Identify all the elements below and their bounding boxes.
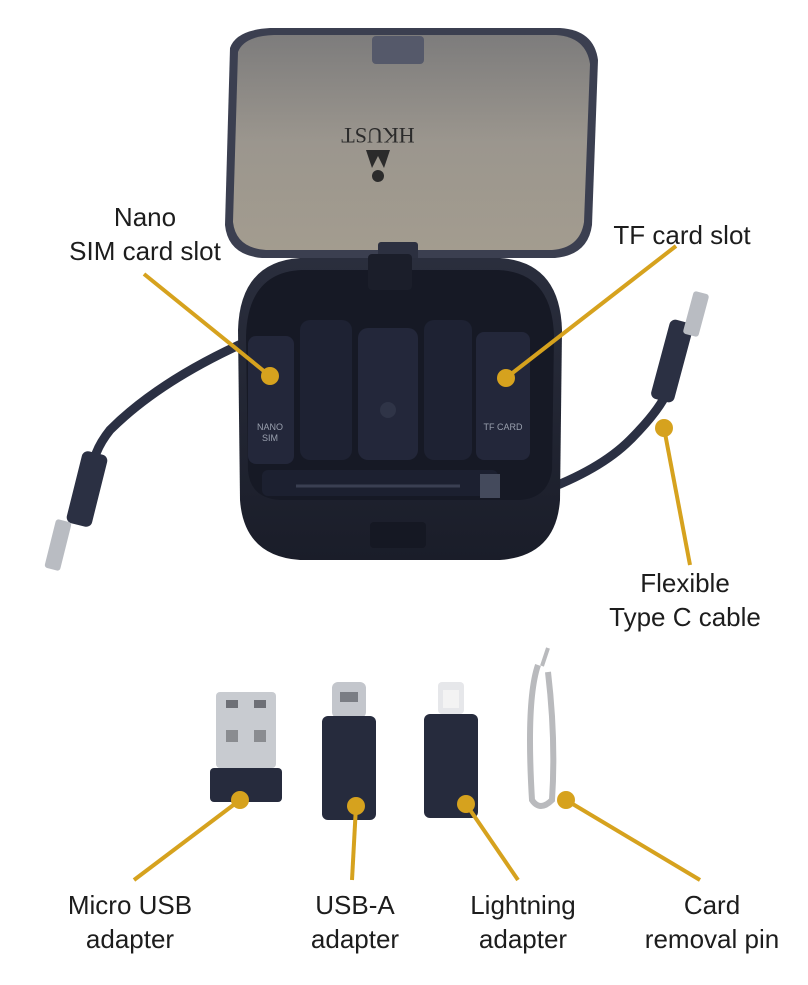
leader-lines [132, 244, 702, 882]
lightning-label: Lightning adapter [470, 890, 576, 954]
case-body: NANO SIM TF CARD [238, 254, 562, 560]
micro-usb-label: Micro USB adapter [67, 890, 193, 954]
tf-card-leader-line [504, 244, 678, 380]
type-c-cable-left [44, 335, 252, 571]
hkust-logo: HKUST [341, 123, 415, 182]
lid-latch [372, 36, 424, 64]
removal-pin-label: Card removal pin [644, 890, 780, 954]
nano-sim-slot [248, 336, 294, 464]
type-c-cable-label: Flexible Type C cable [609, 568, 761, 632]
type-c-leader-line [662, 427, 692, 566]
usb-a-adapter [322, 682, 376, 820]
micro-usb-adapter [210, 692, 282, 802]
nano-sim-label: Nano SIM card slot [69, 202, 221, 266]
usb-a-leader-line [350, 805, 358, 881]
type-c-cable-right [538, 291, 709, 497]
svg-text:SIM: SIM [262, 433, 278, 443]
svg-text:NANO: NANO [257, 422, 283, 432]
tf-card-label: TF card slot [613, 220, 751, 250]
svg-text:TF CARD: TF CARD [484, 422, 523, 432]
nano-sim-leader-line [142, 272, 272, 378]
usb-a-label: USB-A adapter [310, 890, 400, 954]
tf-card-slot [476, 332, 530, 460]
micro-usb-leader-line [132, 798, 242, 882]
lightning-leader-line [464, 802, 520, 882]
svg-text:HKUST: HKUST [341, 123, 415, 148]
lightning-adapter [424, 682, 478, 818]
pin-leader-line [564, 798, 702, 882]
case-lid: HKUST [225, 28, 598, 270]
card-removal-pin [527, 647, 557, 809]
